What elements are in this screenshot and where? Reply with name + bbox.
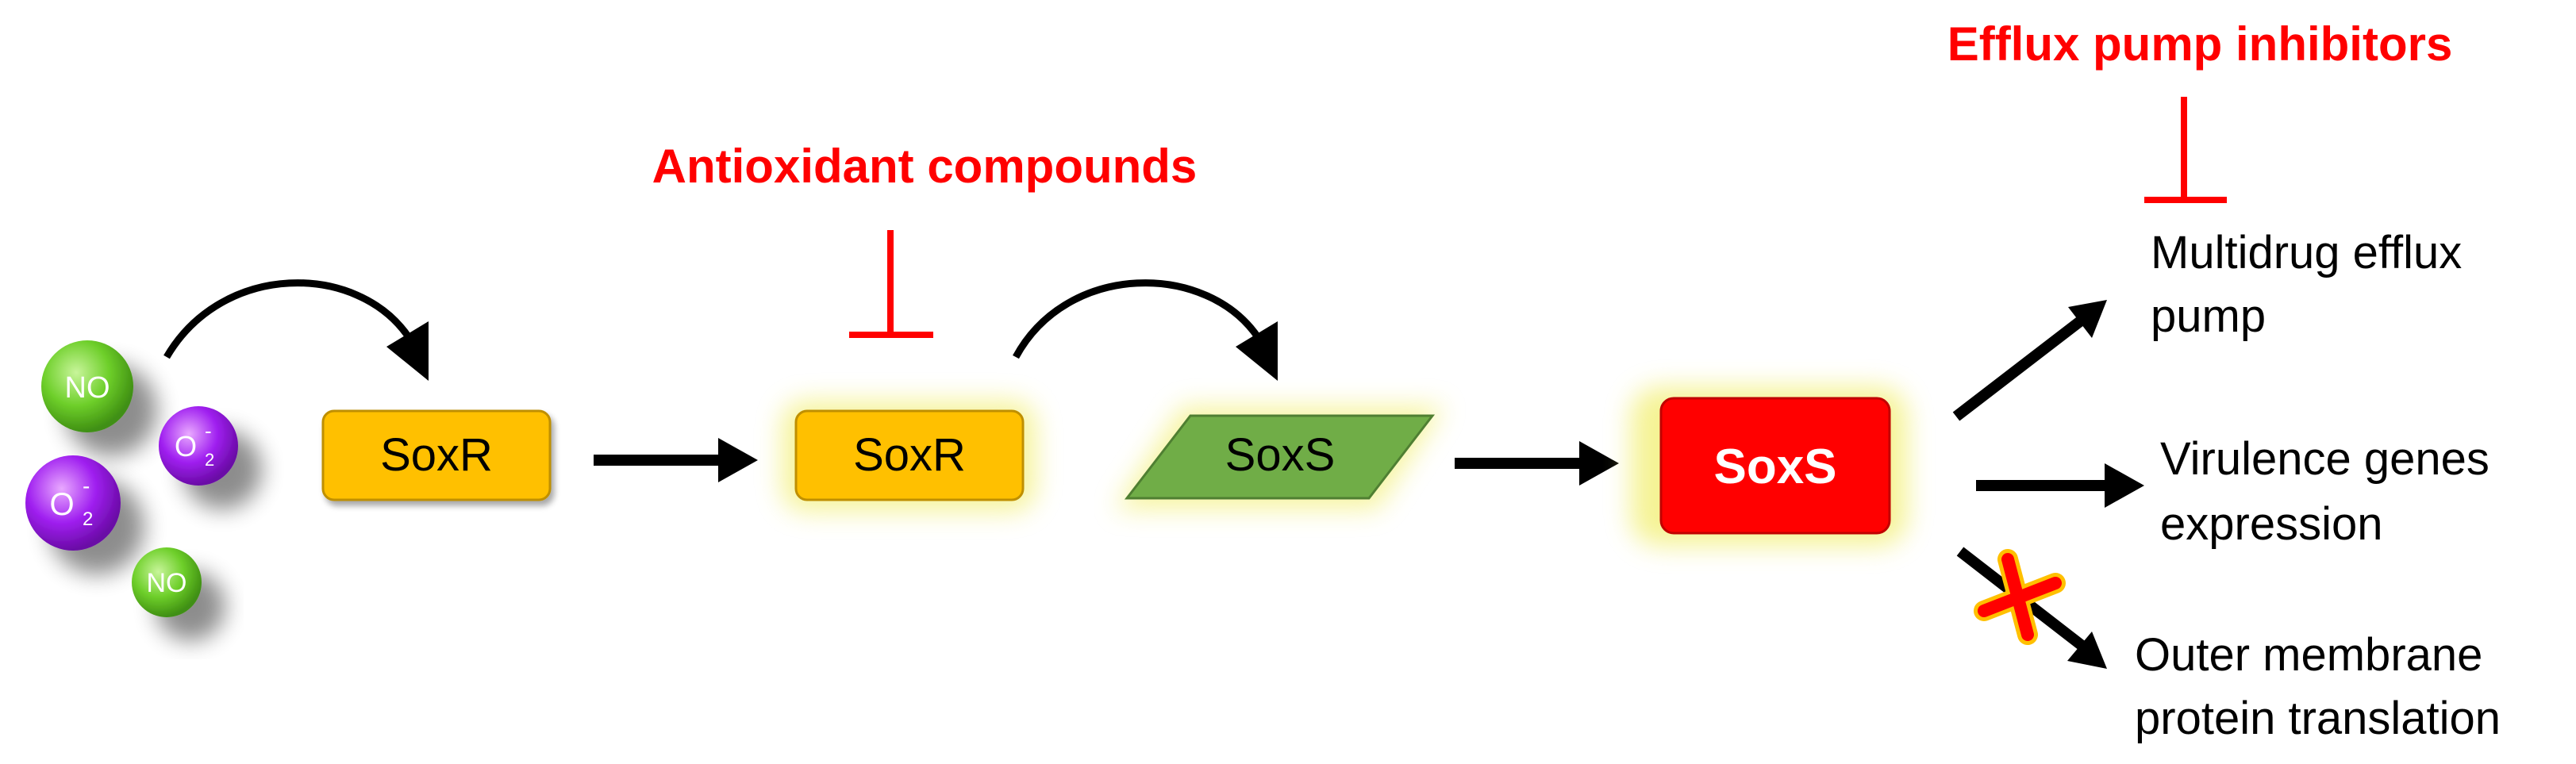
soxr-active-label: SoxR bbox=[853, 429, 966, 481]
soxr-inactive-label: SoxR bbox=[380, 429, 493, 481]
blocked-cross-icon bbox=[1974, 549, 2066, 645]
superoxide-label: O bbox=[175, 430, 197, 463]
no-label: NO bbox=[65, 371, 110, 405]
curved-arrow-transcription bbox=[1013, 279, 1261, 359]
efflux-inhibitor-label: Efflux pump inhibitors bbox=[1947, 17, 2453, 71]
no-molecule-top: NO bbox=[41, 340, 133, 432]
superoxide-subscript: 2 bbox=[83, 509, 93, 530]
soxr-inactive-node: SoxR bbox=[321, 409, 552, 501]
arrow-to-efflux-pump bbox=[1952, 314, 2087, 421]
superoxide-molecule-right: O 2 - bbox=[159, 406, 238, 486]
no-label: NO bbox=[147, 568, 187, 598]
superoxide-superscript: - bbox=[205, 419, 212, 443]
outcome-virulence: Virulence genes expression bbox=[2160, 433, 2489, 550]
soxr-active-node: SoxR bbox=[794, 409, 1025, 501]
arrow-head-virulence bbox=[2105, 463, 2144, 508]
outcome-efflux-pump: Multidrug efflux pump bbox=[2151, 227, 2462, 342]
outcome-virulence-line2: expression bbox=[2160, 498, 2382, 550]
outcome-outer-membrane-line2: protein translation bbox=[2135, 693, 2501, 744]
soxs-gene-label: SoxS bbox=[1225, 429, 1336, 481]
soxs-protein-label: SoxS bbox=[1713, 440, 1836, 494]
superoxide-label: O bbox=[49, 487, 74, 522]
outcome-outer-membrane: Outer membrane protein translation bbox=[2135, 629, 2501, 744]
outcome-efflux-line2: pump bbox=[2151, 290, 2266, 342]
outcome-outer-membrane-line1: Outer membrane bbox=[2135, 629, 2482, 681]
no-molecule-bottom: NO bbox=[132, 547, 202, 617]
arrow-head-2 bbox=[1579, 441, 1619, 486]
arrow-head-outer-membrane bbox=[2067, 632, 2107, 669]
soxs-gene-node: SoxS bbox=[1124, 414, 1436, 500]
outcome-efflux-line1: Multidrug efflux bbox=[2151, 227, 2462, 278]
arrow-head-1 bbox=[718, 438, 758, 482]
antioxidant-inhibitor-label: Antioxidant compounds bbox=[652, 140, 1198, 193]
superoxide-superscript: - bbox=[83, 474, 90, 498]
superoxide-subscript: 2 bbox=[205, 450, 214, 470]
curved-arrow-head-2 bbox=[1236, 321, 1278, 381]
superoxide-molecule-left: O 2 - bbox=[25, 455, 121, 551]
soxs-protein-node: SoxS bbox=[1659, 397, 1891, 535]
curved-arrow-head-1 bbox=[386, 321, 429, 381]
arrow-head-efflux bbox=[2068, 300, 2107, 338]
curved-arrow-activation bbox=[163, 279, 412, 359]
outcome-virulence-line1: Virulence genes bbox=[2160, 433, 2489, 485]
